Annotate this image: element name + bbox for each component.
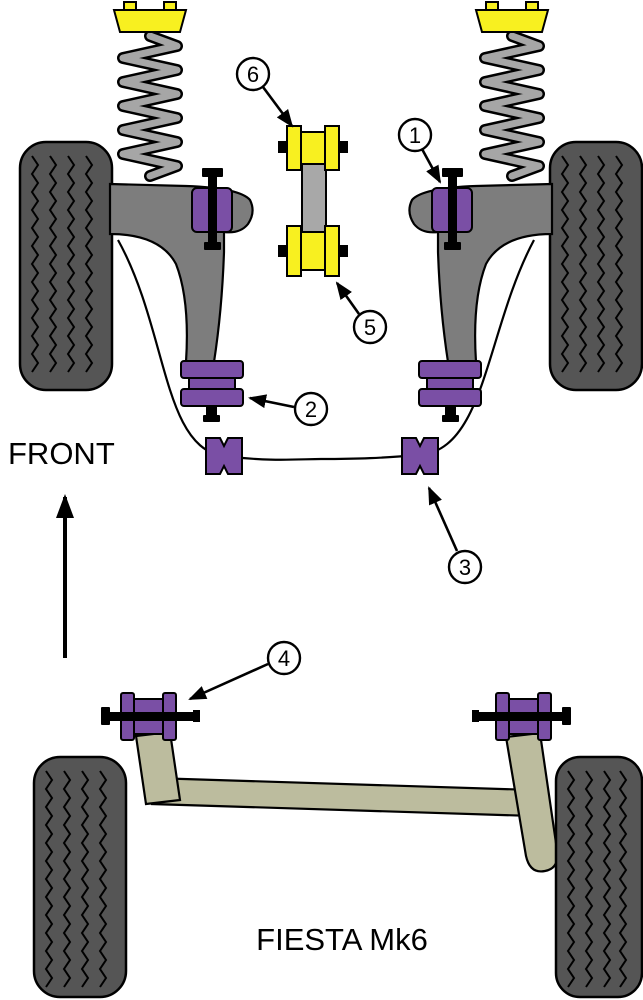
front-right-wheel	[548, 140, 643, 392]
rear-left-wheel	[32, 755, 128, 999]
bush-6-link-upper	[278, 125, 348, 171]
rear-left-trailing-arm	[134, 730, 182, 806]
callout-1-number: 1	[409, 123, 421, 148]
bolt-nut	[203, 415, 220, 422]
front-left-wheel	[18, 140, 114, 392]
callout-4-circle	[266, 640, 302, 676]
callout-5-arrow	[335, 281, 361, 315]
stem-bolt	[445, 405, 456, 416]
callout-1-circle	[397, 117, 433, 153]
bolt-end	[339, 141, 348, 153]
callout-3-circle	[447, 549, 483, 585]
bush-flange	[180, 388, 244, 407]
bush-flange	[180, 360, 244, 379]
left-strut-top-mount	[112, 1, 188, 33]
bolt-nut	[101, 707, 110, 725]
callout-6-arrow	[261, 86, 294, 128]
bush-anti-roll-bar-left	[205, 437, 243, 475]
bush-lower-arm-right	[418, 360, 482, 422]
tire	[554, 755, 643, 999]
rear-right-wheel	[554, 755, 643, 999]
callout-6-circle	[235, 56, 271, 92]
bush-core	[300, 131, 326, 165]
bush-flange	[418, 360, 482, 379]
callout-1: 1	[397, 117, 442, 184]
bolt	[448, 174, 457, 244]
callout-6: 6	[235, 56, 294, 128]
callout-6-number: 6	[247, 62, 259, 87]
bush-3-anti-roll-bar-right	[401, 437, 439, 475]
bush-flange	[324, 125, 340, 171]
bolt-nut	[204, 242, 221, 250]
callout-2-arrow	[248, 394, 295, 409]
bush-2-lower-arm-left	[180, 360, 244, 422]
bolt-nut	[442, 415, 459, 422]
callout-1-arrow	[420, 148, 442, 184]
right-strut-top-mount	[474, 1, 550, 33]
bolt-nut	[444, 242, 461, 250]
mount-cap	[474, 9, 550, 33]
callout-5-number: 5	[364, 315, 376, 340]
through-bolt	[479, 712, 565, 721]
through-bolt	[107, 712, 193, 721]
bolt-end	[339, 245, 348, 257]
left-strut-spring	[117, 30, 183, 182]
mount-cap	[112, 9, 188, 33]
callout-5: 5	[335, 281, 388, 345]
bush-5-link-lower	[278, 225, 348, 277]
right-lower-control-arm	[408, 182, 554, 364]
bush-front-upper-left	[191, 168, 233, 250]
bolt-nut	[202, 168, 223, 177]
bush-4-rear-beam-left	[101, 692, 200, 741]
bolt-end	[472, 710, 479, 722]
callout-3-arrow	[427, 486, 459, 552]
bush-1-front-upper-right	[431, 168, 473, 250]
rear-beam-crossmember	[150, 776, 536, 818]
right-strut-spring	[479, 30, 545, 182]
callout-2-number: 2	[305, 397, 317, 422]
bush-flange	[286, 125, 302, 171]
callout-4: 4	[188, 640, 302, 701]
engine-mount-link	[278, 125, 348, 277]
bush-rear-beam-right	[472, 692, 571, 741]
callout-4-number: 4	[278, 646, 290, 671]
bolt-end	[278, 245, 287, 257]
bolt-end	[193, 710, 200, 722]
front-label: FRONT	[8, 436, 115, 471]
bush-flange	[286, 225, 302, 277]
bolt-nut	[442, 168, 463, 177]
callout-2: 2	[248, 391, 329, 427]
bolt	[208, 174, 217, 244]
callout-3: 3	[427, 486, 483, 585]
callout-2-circle	[293, 391, 329, 427]
callout-3-number: 3	[459, 555, 471, 580]
bolt-end	[278, 141, 287, 153]
bush-flange	[418, 388, 482, 407]
bolt-nut	[562, 707, 571, 725]
stem-bolt	[206, 405, 217, 416]
bush-core	[300, 231, 326, 271]
bush-flange	[324, 225, 340, 277]
callout-4-arrow	[188, 662, 269, 701]
model-label: FIESTA Mk6	[256, 922, 428, 957]
callout-5-circle	[352, 309, 388, 345]
